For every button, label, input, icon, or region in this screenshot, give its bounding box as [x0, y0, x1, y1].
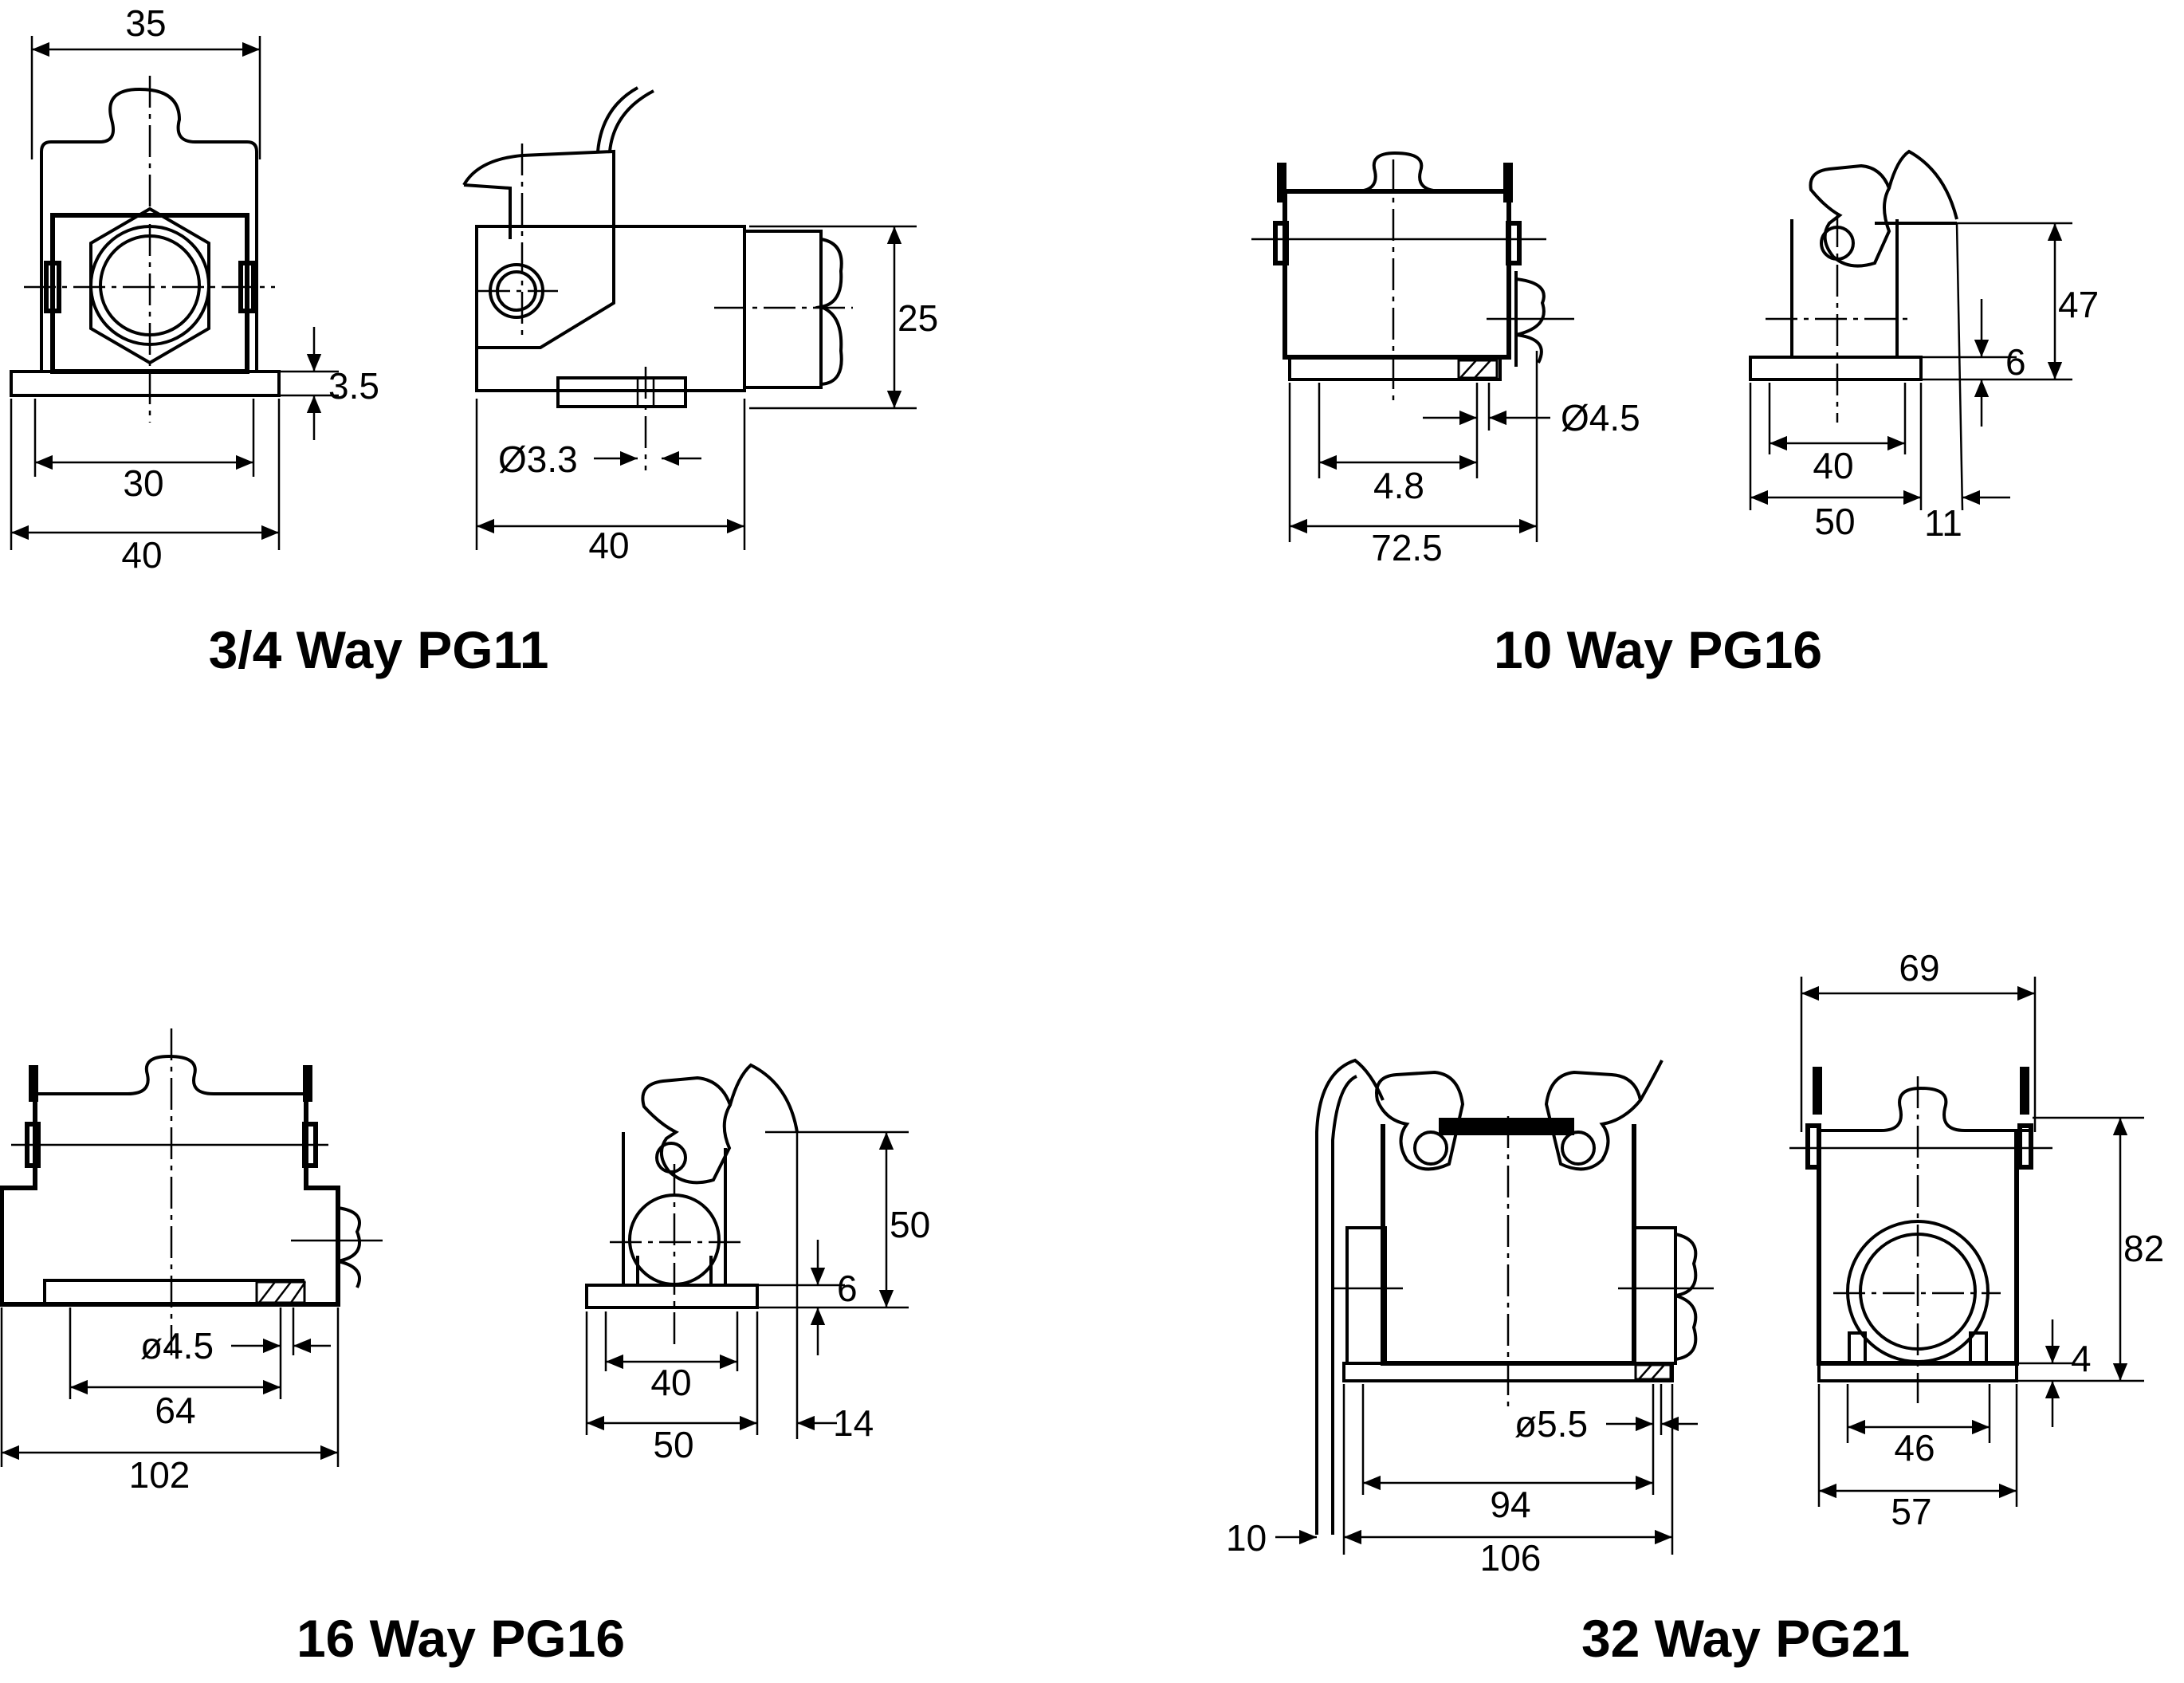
dim-height: 25: [898, 297, 938, 339]
front-view-32-way: ø5.5 94 106 10: [1226, 1058, 1714, 1579]
front-view-10-way: Ø4.5 4.8 72.5: [1251, 151, 1640, 568]
dim-hole-diameter: Ø4.5: [1561, 397, 1640, 438]
view-title: 32 Way PG21: [1581, 1609, 1910, 1668]
dim-top-width: 35: [125, 2, 166, 44]
side-view-10-way: 47 6 40 50 11: [1749, 149, 2099, 544]
dim-hole-spacing: 40: [650, 1362, 691, 1403]
dim-base-width: 50: [653, 1424, 693, 1465]
dim-hole-spacing: 30: [123, 462, 163, 504]
side-view-32-way: 69 82 4 46 57: [1789, 947, 2164, 1532]
dim-base-width: 72.5: [1371, 527, 1443, 568]
dim-mount-thickness: 6: [2005, 341, 2026, 383]
dim-height: 82: [2123, 1228, 2164, 1269]
dim-mount-thickness: 6: [837, 1268, 858, 1309]
view-32-way-pg21: ø5.5 94 106 10: [1226, 947, 2164, 1668]
front-view-3-4-way: 35 3.5 30 40: [10, 2, 379, 576]
view-3-4-way-pg11: 35 3.5 30 40: [10, 2, 938, 679]
dim-hole-spacing: 46: [1894, 1427, 1935, 1469]
dim-lever-clearance: 14: [833, 1402, 874, 1444]
dim-hole-diameter: ø4.5: [140, 1325, 214, 1366]
dim-height: 50: [890, 1204, 930, 1245]
dim-base-width: 57: [1891, 1491, 1931, 1532]
dim-base-width: 106: [1480, 1537, 1542, 1579]
dim-base-width: 40: [121, 534, 162, 576]
view-title: 16 Way PG16: [297, 1609, 625, 1668]
dim-hole-spacing: 40: [1813, 445, 1853, 486]
dim-hole-diameter: Ø3.3: [498, 438, 578, 480]
view-title: 3/4 Way PG11: [209, 620, 549, 679]
side-view-3-4-way: 25 Ø3.3 40: [462, 86, 938, 566]
view-16-way-pg16: ø4.5 64 102: [0, 1028, 930, 1668]
view-10-way-pg16: Ø4.5 4.8 72.5: [1251, 149, 2099, 679]
dim-length: 40: [588, 525, 629, 566]
dim-height: 47: [2058, 284, 2099, 325]
dim-base-width: 50: [1814, 501, 1855, 542]
dim-hole-spacing: 64: [155, 1390, 195, 1431]
dim-hole-spacing: 4.8: [1373, 465, 1424, 506]
dim-hole-diameter: ø5.5: [1514, 1403, 1588, 1445]
dim-mount-thickness: 3.5: [328, 365, 379, 407]
side-view-16-way: 50 6 40 50 14: [585, 1063, 930, 1465]
dim-top-width: 69: [1899, 947, 1939, 989]
view-title: 10 Way PG16: [1494, 620, 1822, 679]
dim-hole-spacing: 94: [1490, 1484, 1530, 1525]
dim-lever-clearance: 11: [1924, 502, 1962, 544]
dim-base-width: 102: [129, 1454, 191, 1496]
dim-mount-thickness: 4: [2071, 1338, 2092, 1379]
front-view-16-way: ø4.5 64 102: [0, 1028, 383, 1496]
dim-lever-clearance: 10: [1226, 1517, 1267, 1559]
